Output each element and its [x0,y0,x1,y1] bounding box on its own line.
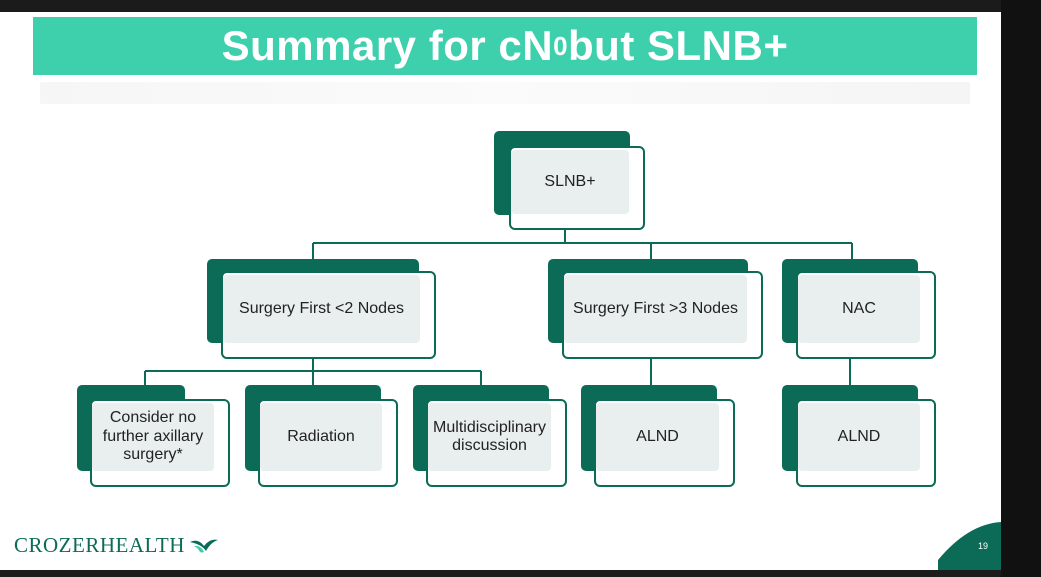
node-label: SLNB+ [511,150,629,214]
faded-text-band [40,82,970,104]
node-label: ALND [596,403,719,471]
node-label: Multidisciplinary discussion [428,403,551,471]
node-label: NAC [798,275,920,343]
title-main: Summary for cN [221,22,554,69]
node-label: Surgery First <2 Nodes [223,275,420,343]
node-alnd-1: ALND [581,385,735,487]
node-alnd-2: ALND [782,385,936,487]
connector-lines [144,229,853,386]
node-multidisciplinary-discussion: Multidisciplinary discussion [413,385,567,487]
node-surgery-first-ge3: Surgery First >3 Nodes [548,259,763,359]
corner-wave-decoration [938,522,1001,570]
window-edge [1001,0,1041,577]
logo-text: CROZERHEALTH [14,533,185,557]
crozer-health-logo: CROZERHEALTH [14,533,219,558]
page-number: 19 [978,541,989,551]
node-label: Radiation [260,403,382,471]
node-radiation: Radiation [245,385,398,487]
node-nac: NAC [782,259,936,359]
bird-icon [189,539,218,552]
title-subscript: 0 [553,30,569,61]
node-consider-no-further-surgery: Consider no further axillary surgery* [77,385,230,487]
title-rest: but SLNB+ [568,22,789,69]
node-slnb-positive: SLNB+ [494,131,645,230]
node-label: Surgery First >3 Nodes [564,275,747,343]
node-label: Consider no further axillary surgery* [92,403,214,471]
node-label: ALND [798,403,920,471]
node-surgery-first-le2: Surgery First <2 Nodes [207,259,436,359]
